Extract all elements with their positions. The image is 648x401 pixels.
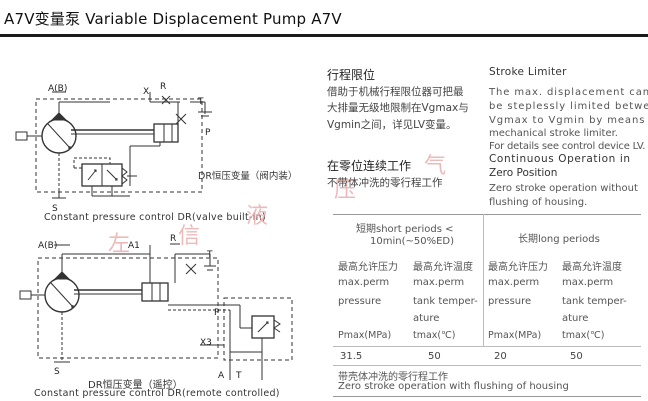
col1-head-line4: Pmax(MPa)	[338, 330, 392, 341]
watermark-char-3: 液	[246, 204, 269, 229]
d1-port-a: A(B)	[48, 84, 68, 94]
table-top-rule	[333, 214, 641, 215]
d2-port-s: S	[54, 367, 60, 377]
long-period-header: 长期long periods	[518, 234, 600, 245]
zero-position-cn-title: 在零位连续工作	[327, 159, 412, 173]
stroke-limiter-cn-line2: 大排量无级地限制在Vgmax与	[327, 102, 469, 114]
col2-head-line4: ature	[413, 313, 440, 324]
table-footer-rule	[333, 365, 641, 366]
watermark-char-1: 左	[108, 232, 131, 257]
d1-port-r: R	[160, 82, 167, 92]
stroke-limiter-en-line4: mechanical stroke limiter.	[489, 128, 618, 139]
page-title: A7V变量泵 Variable Displacement Pump A7V	[4, 10, 342, 28]
col3-head-line3: pressure	[488, 296, 532, 307]
d2-port-t: T	[207, 250, 213, 260]
d2-port-a: A(B)	[38, 241, 58, 251]
col3-head-line2: max.perm	[488, 277, 540, 288]
col4-head-line2: max.perm	[562, 277, 614, 288]
col1-head-line2: max.perm	[338, 277, 390, 288]
zero-position-en-title-line2: Zero Position	[489, 167, 558, 179]
watermark-char-4: 压	[334, 178, 357, 203]
d1-port-t: T	[198, 97, 204, 107]
col1-head-line3: pressure	[338, 296, 382, 307]
page-header: A7V变量泵 Variable Displacement Pump A7V	[0, 0, 648, 40]
stroke-limiter-en-line1: The max. displacement can	[489, 87, 648, 98]
col2-head-line5: tmax(℃)	[413, 330, 456, 341]
stroke-limiter-en-title: Stroke Limiter	[489, 66, 567, 78]
d2-port-p: P	[214, 308, 220, 318]
table-bottom-rule	[333, 396, 641, 397]
col2-head-line3: tank temper-	[413, 296, 478, 307]
d2-port-a2: A	[218, 371, 225, 381]
col1-head-line1: 最高允许压力	[338, 262, 398, 273]
col3-head-line1: 最高允许压力	[488, 262, 548, 273]
stroke-limiter-cn-line1: 借助于机械行程限位器可把最	[327, 86, 464, 98]
value-short-temperature: 50	[428, 351, 441, 362]
d1-port-s: S	[52, 204, 58, 214]
hydraulic-schematic	[15, 91, 293, 380]
hydraulic-diagrams: A(B) R X T S P DR恒压变量（阀内装） Constant pres…	[0, 40, 320, 401]
short-period-header-line1: 短期short periods <	[356, 224, 454, 235]
d2-port-t2: T	[236, 371, 242, 381]
value-long-pressure: 20	[494, 351, 507, 362]
short-period-header-line2: 10min(~50%ED)	[370, 236, 455, 247]
value-long-temperature: 50	[570, 351, 583, 362]
stroke-limiter-en-line2: be steplessly limited between	[489, 101, 648, 112]
col4-head-line3: tank temper-	[562, 296, 627, 307]
col4-head-line5: tmax(℃)	[562, 330, 605, 341]
value-short-pressure: 31.5	[340, 351, 363, 362]
d2-port-a1: A1	[128, 241, 140, 251]
zero-position-en-body-line2: flushing of housing.	[489, 197, 588, 208]
col2-head-line1: 最高允许温度	[413, 262, 473, 273]
stroke-limiter-en-line5: For details see control device LV.	[489, 141, 646, 152]
stroke-limiter-en-line3: Vgmax to Vgmin by means of a	[489, 115, 648, 126]
col4-head-line1: 最高允许温度	[562, 262, 622, 273]
d1-port-x: X	[143, 87, 150, 97]
col4-head-line4: ature	[562, 313, 589, 324]
stroke-limiter-cn-title: 行程限位	[327, 68, 376, 82]
d2-cn-label: DR恒压变量（遥控）	[88, 380, 183, 391]
stroke-limiter-cn-line3: Vgmin之间，详见LV变量。	[327, 119, 457, 131]
footer-cn: 带壳体冲洗的零行程工作	[338, 372, 448, 383]
d2-en-label: Constant pressure control DR(remote cont…	[34, 388, 280, 399]
zero-position-cn-body: 不带体冲洗的零行程工作	[327, 177, 443, 189]
d2-port-r: R	[170, 234, 177, 244]
d1-en-label: Constant pressure control DR(valve built…	[44, 212, 266, 223]
zero-position-en-body-line1: Zero stroke operation without	[489, 183, 638, 194]
header-rule	[0, 34, 648, 37]
d1-cn-label: DR恒压变量（阀内装）	[198, 171, 298, 182]
col2-head-line2: max.perm	[413, 277, 465, 288]
footer-en: Zero stroke operation with flushing of h…	[338, 381, 569, 392]
col3-head-line4: Pmax(MPa)	[488, 330, 542, 341]
watermark-char-2: 信	[178, 224, 201, 249]
watermark-char-5: 气	[424, 154, 447, 179]
d1-port-p: P	[205, 128, 211, 138]
zero-position-en-title-line1: Continuous Operation in	[489, 153, 631, 165]
table-divider	[483, 214, 484, 346]
d2-port-x3: X3	[200, 338, 212, 348]
table-values-rule	[333, 346, 641, 347]
